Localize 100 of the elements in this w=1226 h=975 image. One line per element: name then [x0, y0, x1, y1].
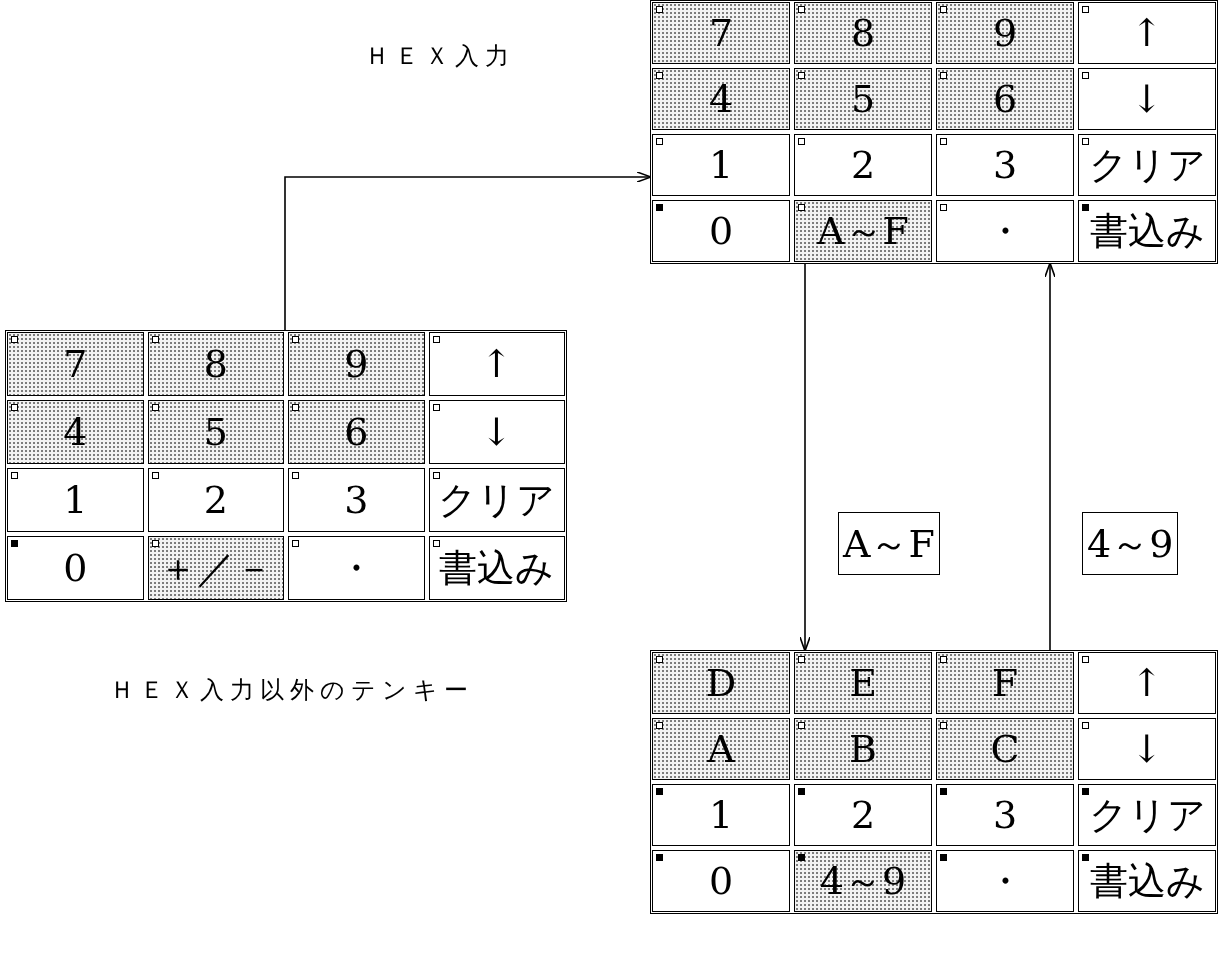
key-label: F: [991, 664, 1019, 702]
key: [794, 652, 932, 714]
edge-label: 4～9: [1082, 512, 1179, 575]
arrow: [799, 263, 811, 652]
arrow: [1044, 262, 1056, 651]
key: [652, 68, 790, 130]
key-label: 7: [63, 345, 88, 383]
key: [428, 468, 565, 532]
keypad: [650, 0, 1218, 264]
key: [1078, 134, 1216, 196]
key-label: E: [849, 664, 877, 702]
key: [794, 718, 932, 780]
key: [288, 536, 425, 600]
key-label: 6: [992, 80, 1018, 118]
key: [936, 652, 1074, 714]
key: [936, 134, 1074, 196]
key: [794, 784, 932, 846]
key-label: ↑: [1131, 664, 1163, 702]
key: [794, 850, 932, 912]
key-label: ↑: [480, 345, 513, 383]
key-label: B: [849, 730, 877, 768]
key: [428, 400, 565, 464]
key-label: 0: [708, 212, 734, 250]
key-label: ・: [337, 549, 376, 587]
key: [936, 68, 1074, 130]
key-label: 3: [992, 146, 1018, 184]
key-label: 2: [850, 796, 876, 834]
key: [7, 400, 144, 464]
key-label: ・: [986, 862, 1024, 900]
key: [652, 200, 790, 262]
key: [936, 2, 1074, 64]
key-label: A～F: [817, 212, 909, 250]
key: [1078, 68, 1216, 130]
key: [652, 652, 790, 714]
key: [147, 536, 284, 600]
key-label: C: [990, 730, 1020, 768]
key: [288, 468, 425, 532]
key: [428, 536, 565, 600]
arrow: [284, 171, 652, 331]
key: [288, 400, 425, 464]
key-label: 8: [850, 14, 876, 52]
key: [652, 784, 790, 846]
key-label: 7: [708, 14, 734, 52]
key-label: ↓: [1131, 730, 1163, 768]
key-label: 4～9: [819, 862, 907, 900]
key-label: 4: [63, 413, 88, 451]
key: [1078, 718, 1216, 780]
key-label: 3: [344, 481, 369, 519]
key-label: 9: [992, 14, 1018, 52]
key: [936, 718, 1074, 780]
key: [288, 332, 425, 396]
key-label: クリア: [1088, 146, 1206, 184]
key: [1078, 652, 1216, 714]
key-label: 書込み: [1089, 862, 1205, 900]
key-label: 1: [708, 146, 734, 184]
key-label: 0: [63, 549, 88, 587]
key: [936, 784, 1074, 846]
key: [1078, 2, 1216, 64]
key: [1078, 784, 1216, 846]
key: [652, 718, 790, 780]
key-label: 8: [203, 345, 228, 383]
key-label: 2: [850, 146, 876, 184]
key-label: クリア: [438, 481, 556, 519]
key: [147, 400, 284, 464]
key-label: 書込み: [1089, 212, 1205, 250]
key: [652, 2, 790, 64]
key-label: 9: [344, 345, 369, 383]
key-label: ↓: [1131, 80, 1163, 118]
key-label: 書込み: [439, 549, 555, 587]
key-label: ↑: [1131, 14, 1163, 52]
key-label: 1: [708, 796, 734, 834]
key-label: 0: [708, 862, 734, 900]
key: [147, 332, 284, 396]
key: [794, 134, 932, 196]
key-label: D: [705, 664, 737, 702]
key: [7, 468, 144, 532]
key-label: 5: [203, 413, 228, 451]
key: [428, 332, 565, 396]
keypad: [650, 650, 1218, 914]
key-label: 1: [63, 481, 88, 519]
keypad: [5, 330, 567, 602]
key: [936, 850, 1074, 912]
key-label: ・: [986, 212, 1024, 250]
key: [652, 134, 790, 196]
key-label: 4: [708, 80, 734, 118]
key-label: A: [707, 730, 735, 768]
key: [1078, 200, 1216, 262]
key: [7, 332, 144, 396]
key-label: ↓: [480, 413, 513, 451]
key: [1078, 850, 1216, 912]
key-label: 3: [992, 796, 1018, 834]
key: [936, 200, 1074, 262]
key: [652, 850, 790, 912]
key: [7, 536, 144, 600]
key: [794, 2, 932, 64]
key-label: ＋／－: [158, 549, 273, 587]
key: [794, 68, 932, 130]
key-label: 2: [203, 481, 228, 519]
edge-label: A～F: [838, 512, 940, 575]
key-label: 6: [344, 413, 369, 451]
